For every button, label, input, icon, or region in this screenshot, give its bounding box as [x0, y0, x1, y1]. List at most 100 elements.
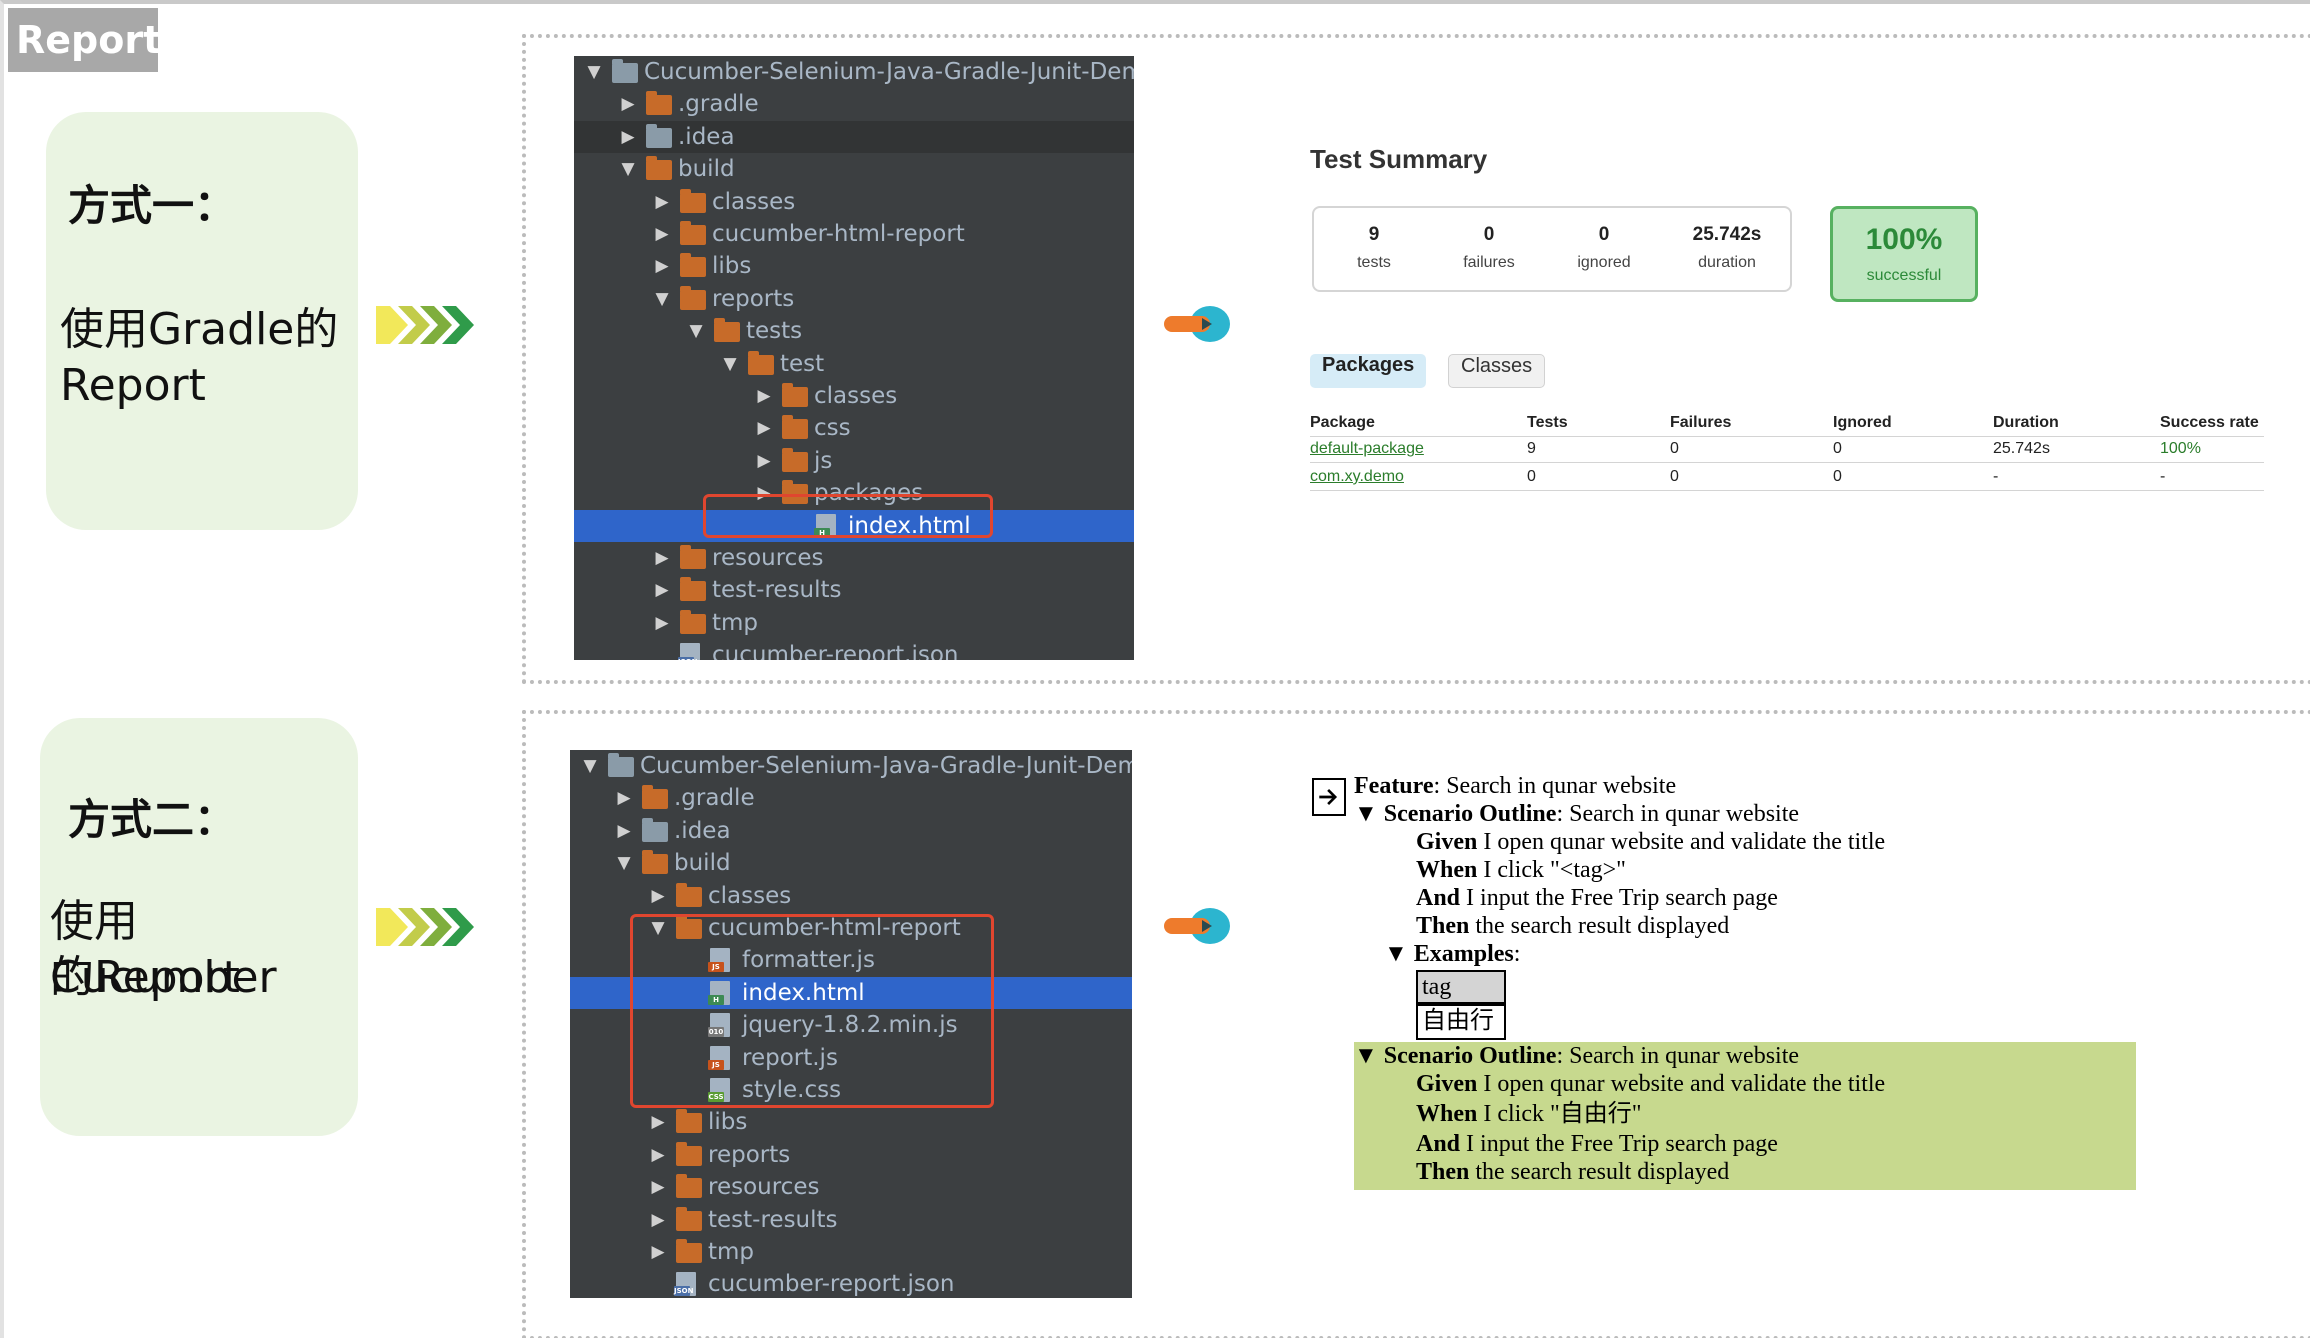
collapse-arrow-icon[interactable]: ▶	[757, 483, 771, 504]
tree-row[interactable]: ▶test-results	[570, 1204, 1132, 1236]
expand-arrow-icon[interactable]: ▼	[689, 321, 703, 342]
expand-arrow-icon[interactable]: ▼	[723, 353, 737, 374]
success-rate-label: successful	[1866, 267, 1942, 284]
step-text: I input the Free Trip search page	[1460, 885, 1778, 911]
tree-row[interactable]: ▶js	[574, 445, 1134, 477]
tree-item-label: classes	[814, 383, 898, 409]
collapse-arrow-icon[interactable]: ▶	[617, 788, 631, 809]
tree-row[interactable]: ▼ build	[574, 153, 1134, 185]
tree-row[interactable]: ▼tests	[574, 315, 1134, 347]
tree-row[interactable]: ▶ tmp	[570, 1236, 1132, 1268]
scenario-outline-line[interactable]: ▼ Scenario Outline: Search in qunar webs…	[1354, 1042, 1799, 1070]
project-tree-one: ▼Cucumber-Selenium-Java-Gradle-Junit-Dem…	[574, 56, 1134, 660]
tree-row[interactable]: ▶reports	[570, 1139, 1132, 1171]
tree-item-label: tmp	[708, 1239, 755, 1265]
tree-row[interactable]: ▶test-results	[574, 574, 1134, 606]
tree-row[interactable]: ▼cucumber-html-report	[570, 912, 1132, 944]
tree-row[interactable]: ▶.gradle	[574, 88, 1134, 120]
step-keyword: Then	[1416, 913, 1470, 939]
collapse-arrow-icon[interactable]: ▶	[621, 94, 635, 115]
scenario-outline-line[interactable]: ▼ Scenario Outline: Search in qunar webs…	[1354, 800, 1799, 828]
collapse-arrow-icon[interactable]: ▶	[655, 224, 669, 244]
tree-row[interactable]: ▶.gradle	[570, 782, 1132, 814]
collapse-arrow-icon[interactable]: ▶	[757, 418, 771, 439]
tab-classes[interactable]: Classes	[1448, 354, 1546, 388]
expand-arrow-icon[interactable]: ▼	[655, 288, 669, 309]
tree-row[interactable]: ▶ classes	[574, 380, 1134, 412]
tree-row[interactable]: ▼test	[574, 348, 1134, 380]
folder-icon	[676, 1109, 702, 1134]
tree-row[interactable]: ▼Cucumber-Selenium-Java-Gradle-Junit-Dem…	[574, 56, 1134, 88]
tree-row[interactable]: ▶ .idea	[570, 815, 1132, 847]
tree-row[interactable]: ▼Cucumber-Selenium-Java-Gradle-Junit-Dem…	[570, 750, 1132, 782]
tree-item-label: build	[678, 156, 735, 183]
table-cell: -	[1993, 468, 1999, 485]
index-html-highlight	[703, 494, 993, 538]
tree-row[interactable]: ▶classes	[574, 186, 1134, 218]
expand-arrow-icon[interactable]: ▼	[651, 918, 665, 938]
tree-row[interactable]: ▶classes	[570, 880, 1132, 912]
table-cell: 9	[1527, 440, 1536, 457]
collapse-arrow-icon[interactable]: ▶	[651, 1112, 665, 1133]
collapse-arrow-icon[interactable]: ▶	[651, 1144, 665, 1165]
method-one-line1: 使用Gradle的	[60, 304, 339, 355]
collapse-arrow-icon[interactable]: ▶	[655, 580, 669, 601]
collapse-arrow-icon[interactable]: ▶	[757, 450, 771, 471]
table-divider	[1310, 436, 2264, 437]
collapse-arrow-icon[interactable]: ▶	[655, 191, 669, 212]
tree-row[interactable]: ▶cucumber-html-report	[574, 218, 1134, 250]
expand-arrow-icon[interactable]: ▼	[621, 159, 635, 180]
collapse-toggle-icon[interactable]: ▼	[1354, 1043, 1384, 1069]
expand-all-icon[interactable]	[1312, 778, 1346, 816]
collapse-arrow-icon[interactable]: ▶	[651, 1177, 665, 1198]
collapse-arrow-icon[interactable]: ▶	[651, 885, 665, 906]
package-link[interactable]: com.xy.demo	[1310, 468, 1404, 485]
expand-arrow-icon[interactable]: ▼	[587, 62, 601, 82]
tree-row[interactable]: ▶libs	[570, 1106, 1132, 1138]
collapse-toggle-icon[interactable]: ▼	[1384, 941, 1414, 967]
chevron-arrows-icon	[376, 306, 474, 344]
collapse-toggle-icon[interactable]: ▼	[1354, 801, 1384, 827]
js-file-icon: JS	[708, 948, 730, 973]
arrow-right-icon	[1164, 306, 1230, 342]
stat-failures: 0 failures	[1434, 224, 1544, 272]
tab-packages[interactable]: Packages	[1310, 354, 1427, 388]
tree-item-label: index.html	[742, 979, 865, 1006]
expand-arrow-icon[interactable]: ▼	[617, 853, 631, 874]
collapse-arrow-icon[interactable]: ▶	[655, 256, 669, 277]
collapse-arrow-icon[interactable]: ▶	[651, 1209, 665, 1230]
collapse-arrow-icon[interactable]: ▶	[617, 820, 631, 841]
step-line: And I input the Free Trip search page	[1416, 1130, 1778, 1158]
tree-row[interactable]: ▶libs	[574, 250, 1134, 282]
stat-value: 9	[1368, 224, 1380, 245]
column-header: Tests	[1527, 414, 1568, 431]
tree-row[interactable]: ▶css	[574, 412, 1134, 444]
tree-row[interactable]: ▶resources	[570, 1171, 1132, 1203]
tree-row[interactable]: ▶packages	[574, 477, 1134, 509]
json-file-icon: JSON	[678, 643, 700, 660]
collapse-arrow-icon[interactable]: ▶	[651, 1242, 665, 1262]
project-tree-two: ▼Cucumber-Selenium-Java-Gradle-Junit-Dem…	[570, 750, 1132, 1298]
tree-row[interactable]: ▶.idea	[574, 120, 1134, 153]
tree-row[interactable]: ▶resources	[574, 542, 1134, 574]
package-link[interactable]: default-package	[1310, 440, 1424, 457]
tree-item-label: .idea	[674, 817, 731, 844]
tree-row[interactable]: ▼build	[570, 847, 1132, 879]
expand-arrow-icon[interactable]: ▼	[583, 756, 597, 776]
collapse-arrow-icon[interactable]: ▶	[757, 386, 771, 406]
collapse-arrow-icon[interactable]: ▶	[655, 612, 669, 633]
examples-line[interactable]: ▼ Examples:	[1384, 940, 1520, 968]
tree-row[interactable]: ▶tmp	[574, 607, 1134, 639]
tree-row[interactable]: ▼reports	[574, 283, 1134, 315]
collapse-arrow-icon[interactable]: ▶	[621, 126, 635, 147]
collapse-arrow-icon[interactable]: ▶	[655, 548, 669, 568]
cucumber-report: Feature: Search in qunar website ▼ Scena…	[1310, 770, 2310, 1200]
